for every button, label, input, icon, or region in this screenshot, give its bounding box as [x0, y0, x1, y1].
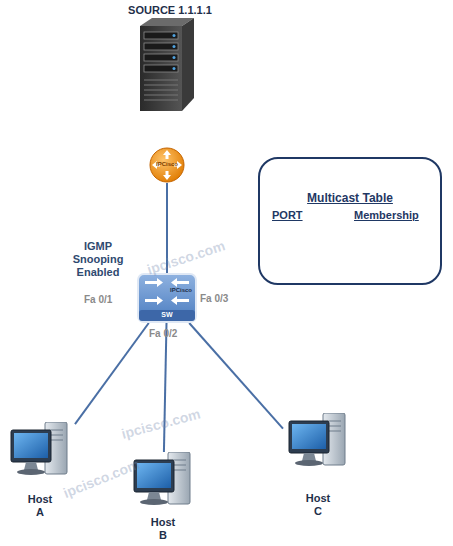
column-header: PORT: [272, 209, 332, 222]
icon-part: [171, 296, 189, 305]
icon-holder: [137, 273, 197, 327]
port-name: Fa 0/1: [84, 294, 134, 306]
server-node: SOURCE 1.1.1.1: [110, 0, 230, 115]
brand-mark: IPCisco: [137, 287, 197, 294]
icon-part: [163, 150, 171, 159]
icon-part: [11, 430, 51, 462]
icon-part: [163, 171, 171, 180]
icon-part: [327, 421, 341, 422]
icon-part: [289, 421, 329, 453]
device-name: SW: [137, 311, 197, 319]
icon-part: [144, 85, 178, 86]
icon-part: [49, 430, 63, 431]
icon-part: [171, 278, 189, 287]
host-name: Host C: [302, 492, 334, 518]
status-note: IGMP Snooping Enabled: [58, 240, 138, 280]
server-icon: [130, 18, 200, 113]
icon-part: [147, 492, 161, 500]
port-name: Fa 0/2: [149, 328, 199, 340]
icon-part: [140, 499, 168, 505]
column-header: Membership: [354, 209, 440, 222]
icon-part: [144, 43, 178, 50]
icon-part: [292, 424, 326, 449]
icon-part: [172, 460, 186, 461]
source-heading: SOURCE 1.1.1.1: [110, 4, 230, 17]
network-link: [164, 323, 167, 452]
icon-part: [173, 45, 176, 48]
icon-part: [144, 95, 178, 96]
icon-part: [140, 26, 182, 111]
icon-part: [144, 54, 178, 61]
network-link: [75, 323, 149, 424]
icon-part: [295, 460, 323, 466]
icon-part: [145, 278, 163, 287]
icon-part: [144, 65, 178, 72]
icon-part: [144, 32, 178, 39]
icon-holder: [130, 18, 200, 117]
icon-holder: [9, 422, 71, 486]
icon-part: [144, 90, 178, 91]
host-name: Host B: [147, 516, 179, 542]
icon-part: [173, 56, 176, 59]
pc-icon: [287, 413, 349, 473]
host-node: Host A: [5, 422, 75, 522]
host-node: Host C: [283, 413, 353, 523]
icon-part: [137, 463, 171, 488]
icon-part: [182, 18, 194, 111]
watermark: ipcisco.com: [120, 398, 231, 443]
icon-part: [138, 274, 196, 322]
icon-part: [144, 80, 178, 81]
network-link: [189, 323, 283, 429]
pc-icon: [9, 422, 71, 482]
icon-part: [14, 433, 48, 458]
host-name: Host A: [24, 493, 56, 519]
brand-mark: IPCisco: [149, 161, 185, 168]
icon-part: [24, 462, 38, 470]
icon-part: [17, 469, 45, 475]
icon-part: [145, 296, 163, 305]
watermark: ipcisco.com: [145, 228, 255, 278]
table-box: Multicast TablePORT Membership: [258, 157, 442, 285]
port-name: Fa 0/3: [200, 293, 250, 305]
switch-node: IPCiscoSW: [137, 273, 197, 323]
icon-part: [150, 148, 184, 182]
router-node: IPCisco: [149, 147, 185, 183]
icon-holder: [287, 413, 349, 477]
icon-part: [173, 67, 176, 70]
icon-part: [173, 34, 176, 37]
table-title: Multicast Table: [260, 191, 440, 205]
icon-part: [144, 100, 178, 101]
icon-part: [302, 453, 316, 461]
